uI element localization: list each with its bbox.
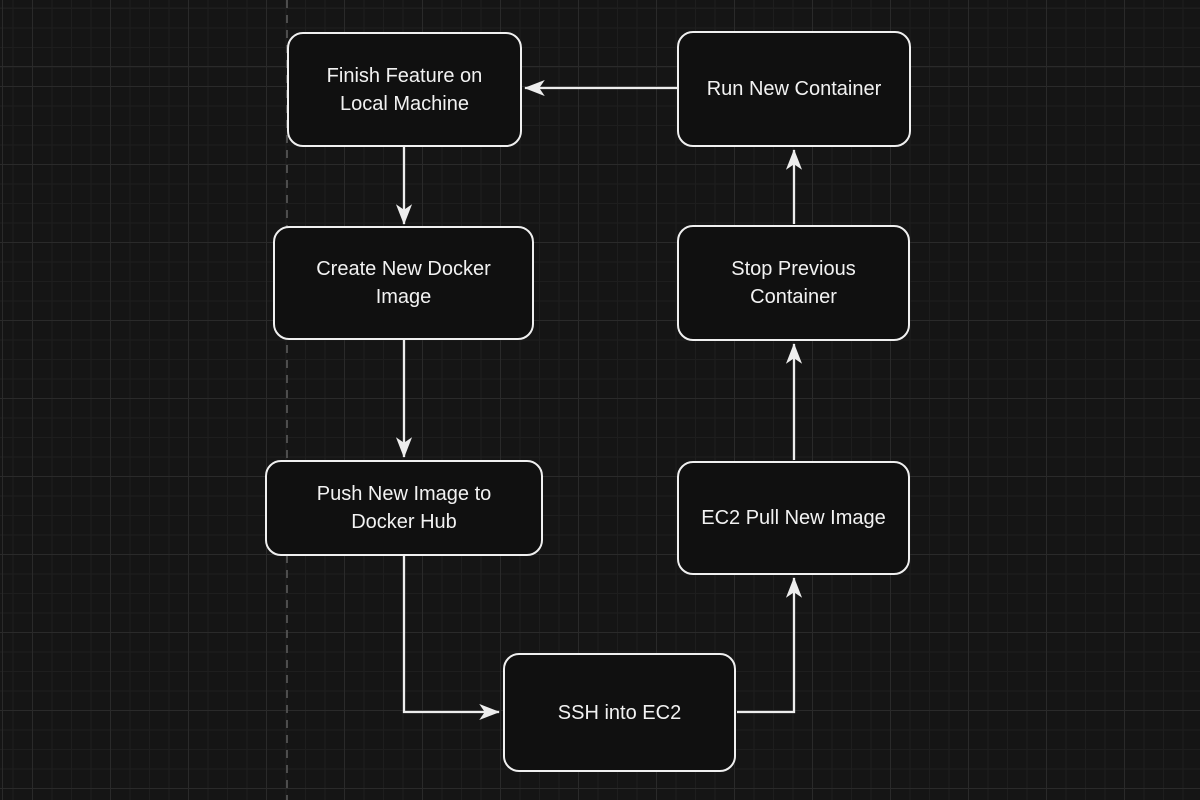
node-ec2-pull[interactable]: EC2 Pull New Image [677,461,910,575]
node-label: SSH into EC2 [557,701,682,724]
node-label: Create New Docker [316,258,491,280]
node-run-container[interactable]: Run New Container [677,31,911,147]
node-label: Local Machine [340,92,469,115]
node-label: Image [375,286,432,308]
node-label: Container [750,286,837,308]
edges-group [395,79,803,721]
node-label: EC2 Pull New Image [701,507,886,529]
node-label: Docker Hub [351,511,457,533]
node-push-image[interactable]: Push New Image to Docker Hub [265,460,543,556]
edge-ssh-ec2-to-ec2-pull[interactable] [737,577,803,714]
node-label: Stop Previous [731,258,856,280]
node-label: Push New Image to [316,483,492,505]
edge-push-image-to-ssh-ec2[interactable] [402,556,500,721]
node-finish-feature[interactable]: Finish Feature on Local Machine [287,32,522,147]
node-label: Run New Container [706,78,882,100]
node-ssh-ec2[interactable]: SSH into EC2 [503,653,736,772]
node-label: Finish Feature on [326,64,483,87]
